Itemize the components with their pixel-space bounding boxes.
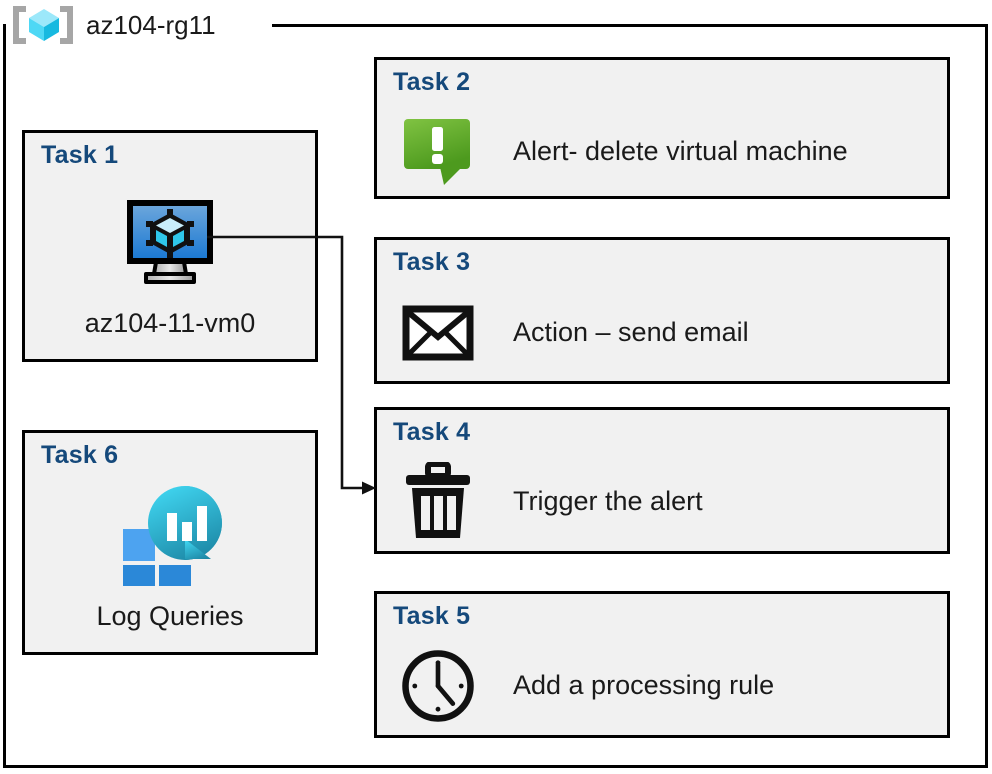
task-4-icon-wrap [399,461,477,542]
task-2-title: Task 2 [393,68,471,96]
bracket-right-icon [59,6,73,44]
task-6-label: Log Queries [96,601,244,631]
alert-callout-icon [404,119,470,185]
task-4-title: Task 4 [393,418,471,446]
resource-group-border-top-right [272,24,988,27]
task-2-icon-wrap [399,113,477,189]
clock-icon [402,649,474,722]
task-6-icon-wrap [25,481,315,586]
task-3-row: Action – send email [399,290,937,375]
task-1-icon-wrap [25,187,315,297]
resource-group-frame [3,26,988,768]
task-card-1[interactable]: Task 1 [22,130,318,362]
virtual-machine-icon [127,200,213,284]
task-5-row: Add a processing rule [399,642,937,729]
task-2-label: Alert- delete virtual machine [513,135,848,166]
task-card-4[interactable]: Task 4 Trigger the alert [374,407,950,554]
task-5-label: Add a processing rule [513,670,775,700]
task-card-3[interactable]: Task 3 Action – send email [374,237,950,384]
task-4-row: Trigger the alert [399,458,937,545]
task-card-6[interactable]: Task 6 [22,430,318,655]
task-5-title: Task 5 [393,602,471,630]
log-analytics-icon [123,486,222,586]
task-4-label: Trigger the alert [513,486,703,516]
task-3-title: Task 3 [393,248,471,276]
task-card-2[interactable]: Task 2 Alert- delete virtual machin [374,57,950,199]
task-5-icon-wrap [399,644,477,728]
task-6-title: Task 6 [41,441,119,469]
task-3-label: Action – send email [513,317,749,347]
resource-group-name: az104-rg11 [86,9,216,40]
trash-can-icon [406,461,470,538]
task-1-label: az104-11-vm0 [84,308,256,338]
task-1-title: Task 1 [41,141,119,169]
task-card-5[interactable]: Task 5 Add a processing rule [374,591,950,738]
cyan-cube-icon [29,9,59,41]
task-2-row: Alert- delete virtual machine [399,112,937,190]
bracket-left-icon [13,6,27,44]
envelope-icon [402,305,474,360]
resource-group-header: az104-rg11 [6,2,222,48]
azure-resource-group-icon [10,2,76,48]
task-3-icon-wrap [399,305,477,361]
